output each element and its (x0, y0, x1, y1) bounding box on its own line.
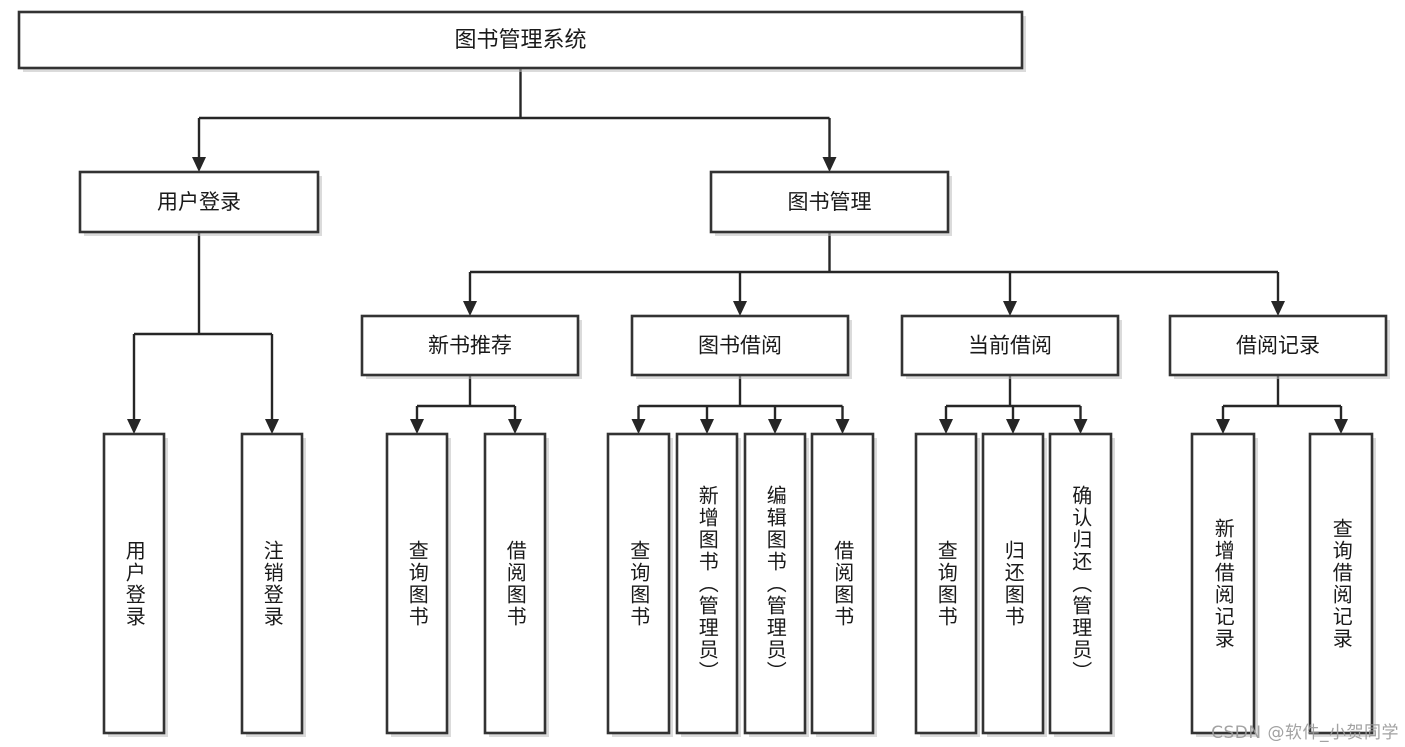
connector-to-user-login-arrowhead (192, 157, 206, 172)
node-box-user-login[interactable] (78, 170, 320, 234)
watermark: CSDN @软件_小贺同学 (1211, 723, 1399, 743)
node-box-root[interactable] (17, 10, 1024, 70)
node-box-leaf-query-book-borrow[interactable] (606, 432, 671, 735)
connector-to-leaf-edit-book-arrowhead (768, 419, 782, 434)
node-box-leaf-borrow-book-recommend[interactable] (483, 432, 547, 735)
connector-to-leaf-add-borrow-record-arrowhead (1216, 419, 1230, 434)
node-label-new-book-recommend: 新书推荐 (428, 334, 512, 358)
connector-to-leaf-query-book-current-arrowhead (939, 419, 953, 434)
connector-to-leaf-query-book-recommend-arrowhead (410, 419, 424, 434)
node-box-leaf-query-book-recommend[interactable] (385, 432, 449, 735)
node-box-leaf-query-borrow-record[interactable] (1308, 432, 1374, 735)
connector-to-leaf-confirm-return-arrowhead (1073, 419, 1088, 434)
connector-to-leaf-logout-arrowhead (265, 419, 279, 434)
node-box-leaf-borrow-book[interactable] (810, 432, 875, 735)
node-box-leaf-confirm-return[interactable] (1048, 432, 1113, 735)
node-label-user-login: 用户登录 (157, 190, 241, 214)
connector-to-leaf-add-book-arrowhead (700, 419, 714, 434)
node-box-leaf-add-book[interactable] (675, 432, 739, 735)
node-box-new-book-recommend[interactable] (360, 314, 580, 377)
node-box-layer (17, 10, 1390, 737)
connector-layer (127, 68, 1348, 434)
connector-to-new-book-recommend-arrowhead (463, 301, 477, 316)
node-label-borrow-record: 借阅记录 (1236, 334, 1320, 358)
connector-to-leaf-borrow-book-recommend-arrowhead (508, 419, 522, 434)
connector-to-book-borrow-arrowhead (733, 301, 747, 316)
node-box-book-management[interactable] (709, 170, 950, 234)
node-label-book-management: 图书管理 (788, 190, 872, 214)
node-box-leaf-logout[interactable] (240, 432, 304, 735)
connector-to-borrow-record-arrowhead (1271, 301, 1285, 316)
node-box-leaf-query-book-current[interactable] (914, 432, 978, 735)
node-box-leaf-edit-book[interactable] (743, 432, 807, 735)
connector-to-leaf-user-login-arrowhead (127, 419, 141, 434)
connector-to-leaf-return-book-arrowhead (1006, 419, 1020, 434)
node-box-leaf-return-book[interactable] (981, 432, 1045, 735)
node-box-leaf-add-borrow-record[interactable] (1190, 432, 1256, 735)
node-label-book-borrow: 图书借阅 (698, 334, 782, 358)
node-label-current-borrow: 当前借阅 (968, 334, 1052, 358)
node-box-current-borrow[interactable] (900, 314, 1120, 377)
connector-to-current-borrow-arrowhead (1003, 301, 1017, 316)
node-box-book-borrow[interactable] (630, 314, 850, 377)
node-label-root: 图书管理系统 (454, 28, 586, 53)
connector-to-book-management-arrowhead (822, 157, 837, 172)
node-box-leaf-user-login[interactable] (102, 432, 166, 735)
connector-to-leaf-query-book-borrow-arrowhead (631, 419, 646, 434)
connector-to-leaf-borrow-book-arrowhead (835, 419, 850, 434)
node-box-borrow-record[interactable] (1168, 314, 1388, 377)
connector-to-leaf-query-borrow-record-arrowhead (1334, 419, 1348, 434)
